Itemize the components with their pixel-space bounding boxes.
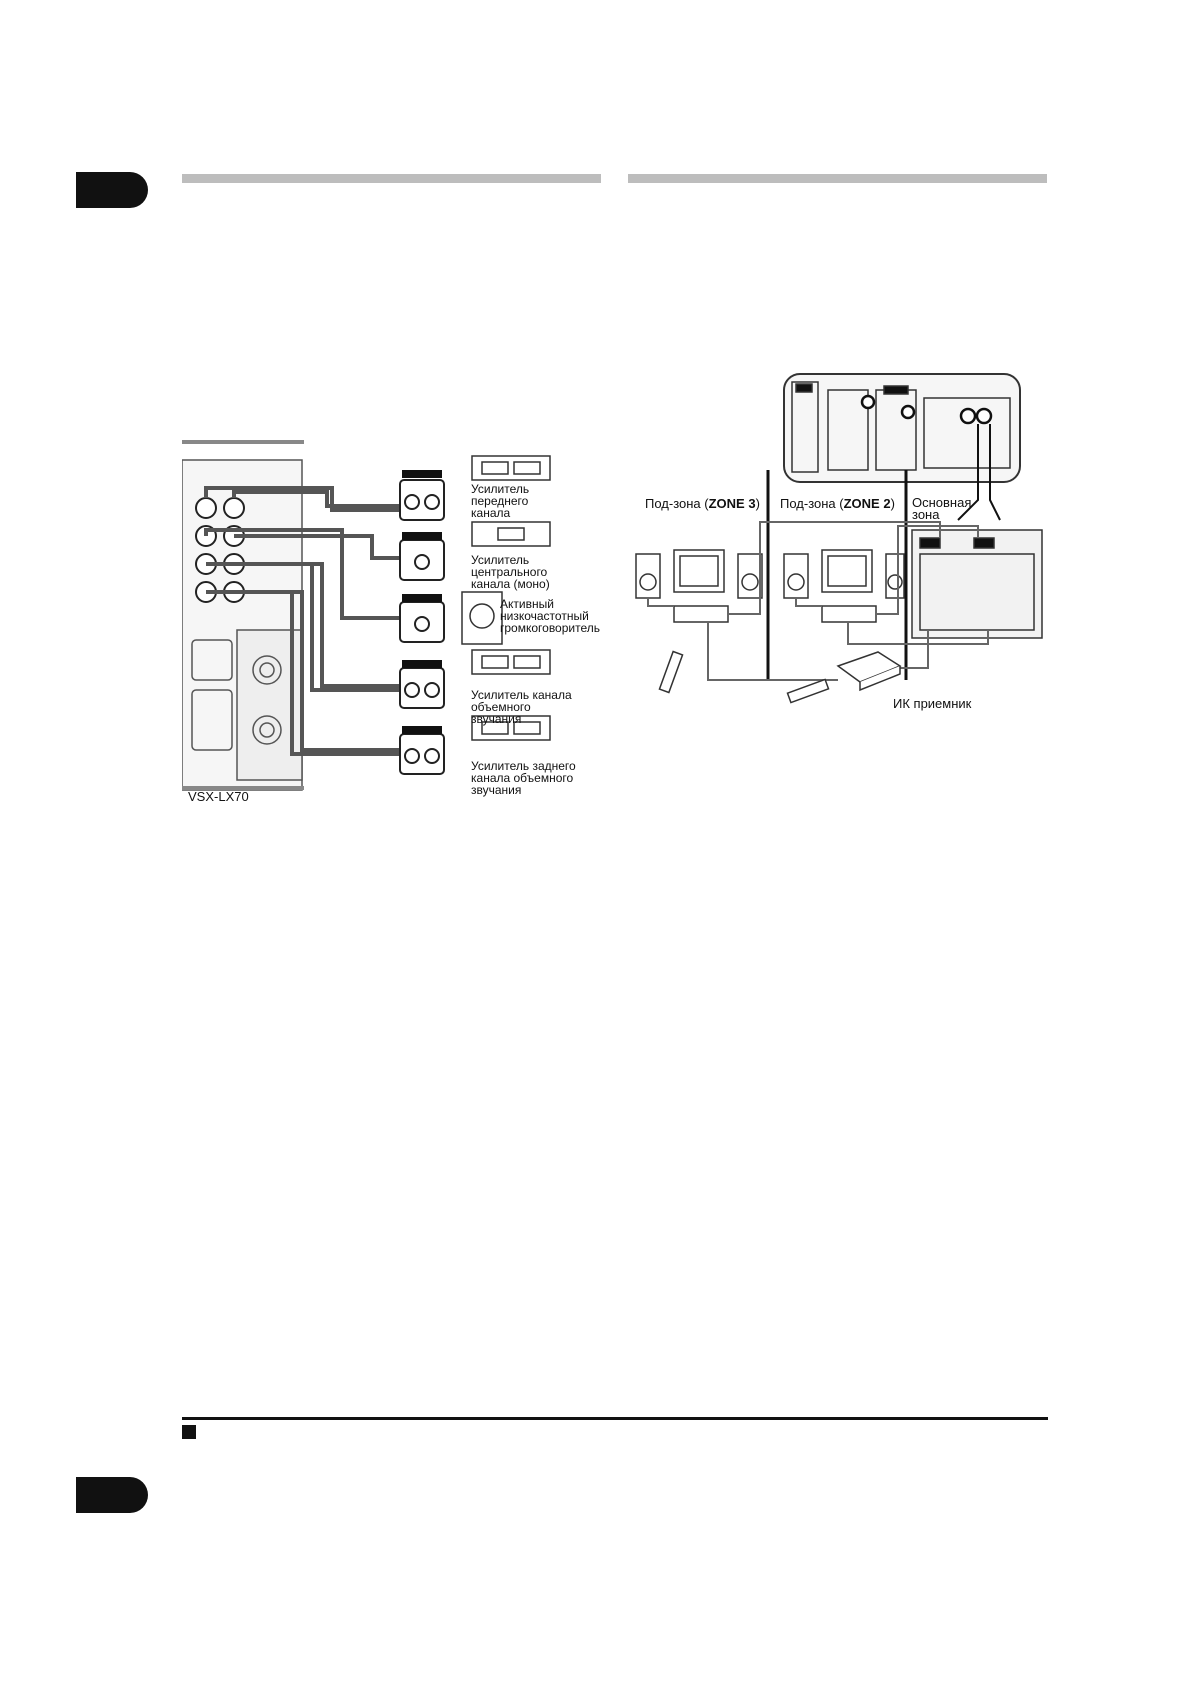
- zone3-equipment: [635, 549, 763, 623]
- ir-receiver-label: ИК приемник: [893, 696, 972, 711]
- receiver-rear-panel: [182, 440, 304, 791]
- amp-input-jacks: [404, 494, 440, 764]
- model-label: VSX-LX70: [188, 789, 249, 804]
- remote-controls: [658, 650, 830, 704]
- amp-input-headers: [402, 470, 442, 734]
- rca-cables: [204, 486, 430, 756]
- main-receiver: [911, 529, 1043, 639]
- amplifier-icons: [471, 455, 551, 741]
- ir-receiver-device: [836, 651, 902, 692]
- receiver-closeup: [783, 373, 1021, 521]
- zone-wiring: [647, 521, 989, 681]
- subwoofer-label: Активный низкочастотный громкоговоритель: [500, 597, 601, 635]
- section-rule-right: [628, 174, 1047, 183]
- main-zone-label: Основная зона: [912, 495, 972, 522]
- multizone-diagram: [635, 373, 1043, 704]
- center-amp-label: Усилитель центрального канала (моно): [471, 553, 550, 591]
- surround-back-amp-label: Усилитель заднего канала объемного звуча…: [471, 759, 576, 797]
- footnote-rule: [182, 1417, 1048, 1420]
- surround-amp-label: Усилитель канала объемного звучания: [471, 688, 572, 726]
- zone2-label: Под-зона (ZONE 2): [780, 496, 895, 511]
- amp-connection-diagram: [182, 440, 551, 791]
- note-icon: [182, 1425, 196, 1439]
- page-number-tab: [76, 1477, 148, 1513]
- chapter-tab-top: [76, 172, 148, 208]
- front-amp-label: Усилитель переднего канала: [471, 482, 530, 520]
- subwoofer-icon: [461, 591, 503, 645]
- zone3-label: Под-зона (ZONE 3): [645, 496, 760, 511]
- zone2-equipment: [783, 549, 905, 623]
- section-rule-left: [182, 174, 601, 183]
